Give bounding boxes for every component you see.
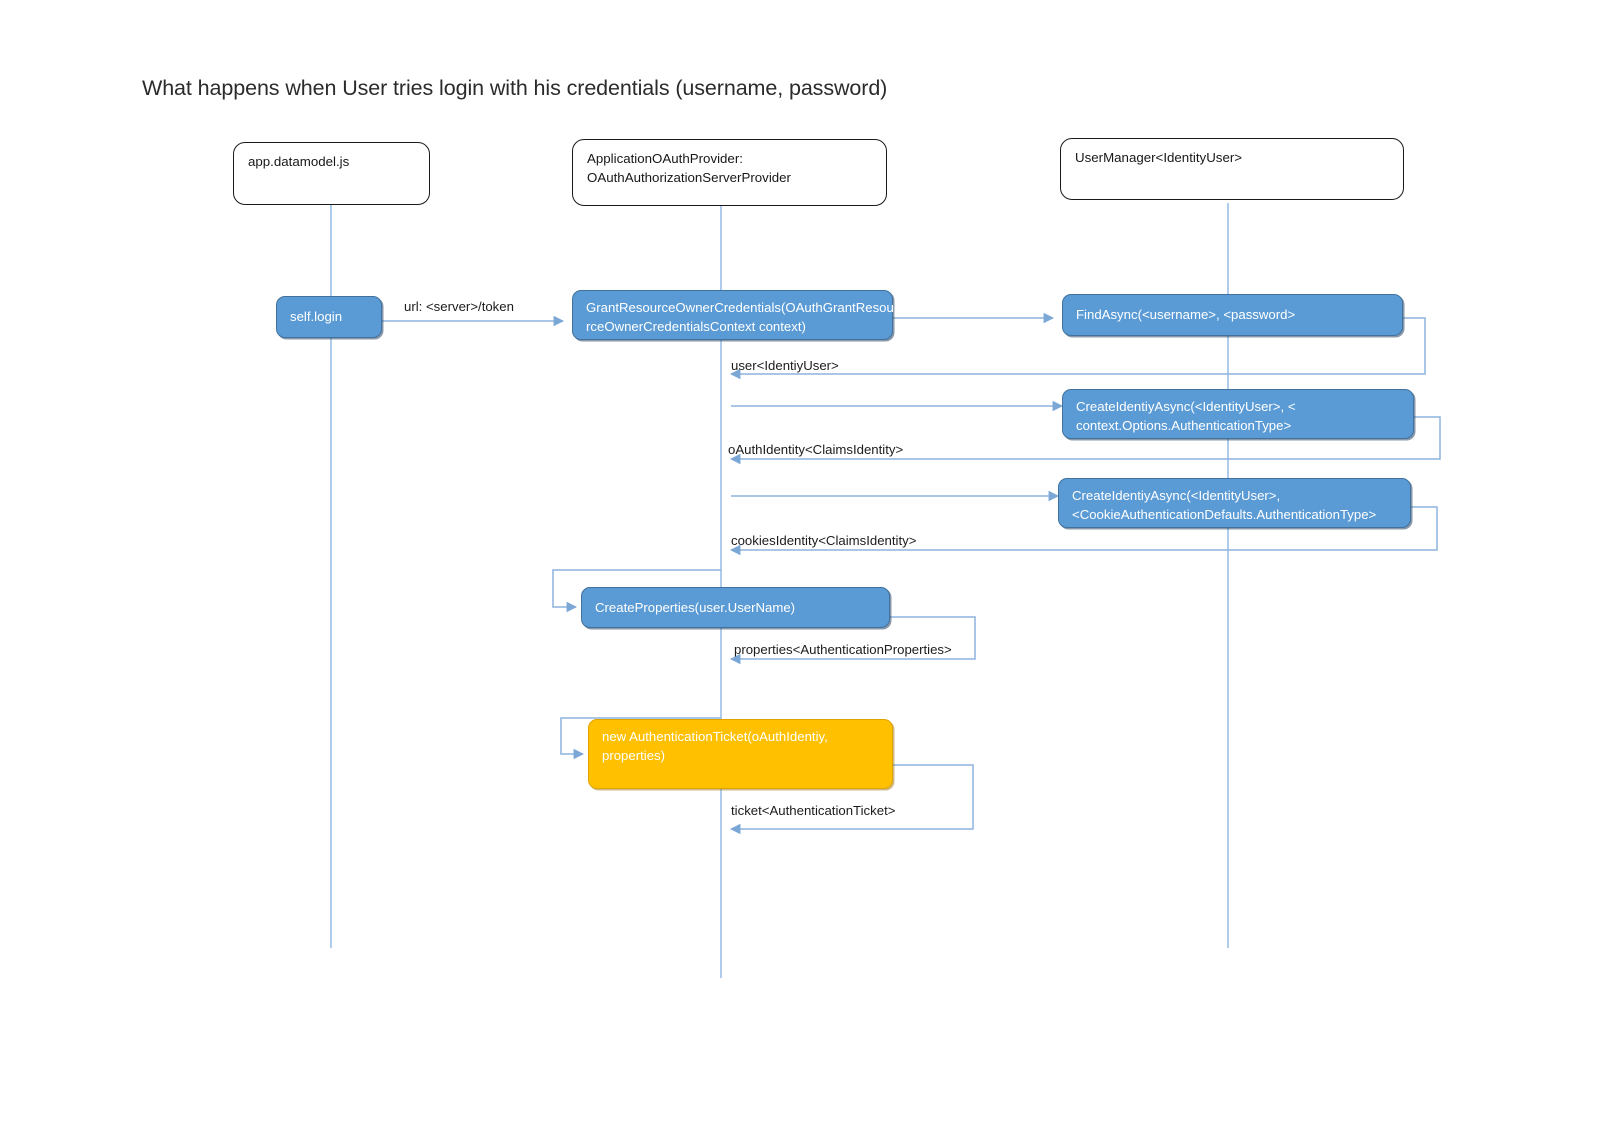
activation-create-identity-cookie-line1: CreateIdentiyAsync(<IdentityUser>, bbox=[1072, 488, 1281, 503]
lifeline-head-provider-label: ApplicationOAuthProvider: OAuthAuthoriza… bbox=[587, 149, 878, 187]
activation-grant-line2: rceOwnerCredentialsContext context) bbox=[586, 318, 806, 334]
activation-create-properties[interactable]: CreateProperties(user.UserName) bbox=[581, 587, 890, 628]
lifeline-head-usermanager-label: UserManager<IdentityUser> bbox=[1075, 150, 1243, 165]
activation-create-identity-oauth-line2: context.Options.AuthenticationType> bbox=[1076, 417, 1292, 433]
activation-self-login-label: self.login bbox=[290, 308, 343, 324]
activation-new-ticket-line2: properties) bbox=[602, 747, 666, 763]
activation-grant-resource-owner-credentials-label: GrantResourceOwnerCredentials(OAuthGrant… bbox=[586, 299, 894, 336]
activation-create-identity-oauth-line1: CreateIdentiyAsync(<IdentityUser>, < bbox=[1076, 399, 1296, 414]
message-arrows bbox=[382, 312, 1441, 835]
lifeline-head-usermanager: UserManager<IdentityUser> bbox=[1060, 138, 1404, 200]
activation-new-ticket-line1: new AuthenticationTicket(oAuthIdentiy, bbox=[602, 729, 828, 744]
activation-create-identity-async-cookie-label: CreateIdentiyAsync(<IdentityUser>, <Cook… bbox=[1072, 487, 1401, 524]
activation-create-properties-label: CreateProperties(user.UserName) bbox=[595, 599, 796, 615]
activation-create-identity-async-cookie[interactable]: CreateIdentiyAsync(<IdentityUser>, <Cook… bbox=[1058, 478, 1411, 528]
lifeline-head-provider-line1: ApplicationOAuthProvider: bbox=[587, 151, 743, 166]
page-title: What happens when User tries login with … bbox=[142, 76, 888, 100]
message-label-user-identity: user<IdentiyUser> bbox=[731, 358, 839, 373]
activation-new-authentication-ticket[interactable]: new AuthenticationTicket(oAuthIdentiy, p… bbox=[588, 719, 893, 789]
message-label-url-token: url: <server>/token bbox=[404, 299, 514, 314]
activation-find-async[interactable]: FindAsync(<username>, <password> bbox=[1062, 294, 1403, 336]
lifeline-head-client: app.datamodel.js bbox=[233, 142, 430, 205]
activation-create-identity-cookie-line2: <CookieAuthenticationDefaults.Authentica… bbox=[1072, 506, 1377, 522]
lifeline-head-client-label: app.datamodel.js bbox=[248, 154, 350, 169]
message-label-properties: properties<AuthenticationProperties> bbox=[734, 642, 952, 657]
activation-grant-resource-owner-credentials[interactable]: GrantResourceOwnerCredentials(OAuthGrant… bbox=[572, 290, 894, 340]
activation-create-identity-async-oauth[interactable]: CreateIdentiyAsync(<IdentityUser>, < con… bbox=[1062, 389, 1414, 439]
activation-grant-line1: GrantResourceOwnerCredentials(OAuthGrant… bbox=[586, 300, 894, 315]
lifeline-head-provider: ApplicationOAuthProvider: OAuthAuthoriza… bbox=[572, 139, 887, 206]
activation-find-async-label: FindAsync(<username>, <password> bbox=[1076, 306, 1296, 322]
message-label-ticket: ticket<AuthenticationTicket> bbox=[731, 803, 896, 818]
activation-new-authentication-ticket-label: new AuthenticationTicket(oAuthIdentiy, p… bbox=[602, 728, 883, 765]
activation-create-identity-async-oauth-label: CreateIdentiyAsync(<IdentityUser>, < con… bbox=[1076, 398, 1404, 435]
lifeline-head-provider-line2: OAuthAuthorizationServerProvider bbox=[587, 170, 791, 185]
activation-self-login[interactable]: self.login bbox=[276, 296, 382, 338]
message-label-oauth-identity: oAuthIdentity<ClaimsIdentity> bbox=[728, 442, 904, 457]
message-label-cookies-identity: cookiesIdentity<ClaimsIdentity> bbox=[731, 533, 917, 548]
